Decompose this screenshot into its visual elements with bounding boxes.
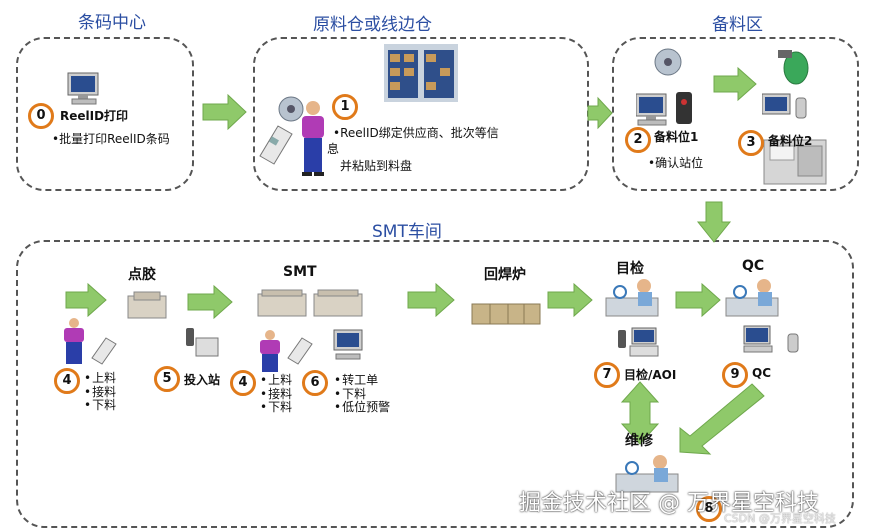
qc-workstation-icon <box>743 325 799 353</box>
watermark-small: CSDN @万界星空科技 <box>724 512 836 525</box>
handheld-terminal-icon <box>259 125 293 165</box>
arrow-right <box>675 282 721 318</box>
list-item: 转工单 <box>334 373 390 388</box>
step-number-badge: 1 <box>332 94 358 120</box>
step-number-badge: 0 <box>28 103 54 129</box>
step-title: 投入站 <box>184 373 221 387</box>
smt-machine-icon <box>313 289 363 317</box>
arrow-right <box>547 282 593 318</box>
step-title: 目检/AOI <box>624 368 677 382</box>
worker-icon <box>64 318 84 364</box>
reel-icon <box>278 96 304 122</box>
inspection-station-icon <box>605 279 659 317</box>
input-station-icon <box>186 328 219 357</box>
step-description-line1: •ReelID绑定供应商、批次等信 <box>333 126 499 140</box>
smt-workshop-box <box>16 240 854 528</box>
rf-antenna-icon <box>778 50 809 85</box>
barcode-center-box <box>16 37 194 191</box>
inspection-station-icon <box>725 279 779 317</box>
section-title-smt-workshop: SMT车间 <box>372 222 442 242</box>
step-number-badge: 8 <box>696 496 722 522</box>
section-title-barcode-center: 条码中心 <box>78 13 146 33</box>
computer-icon <box>67 72 99 105</box>
aoi-workstation-icon <box>618 327 659 357</box>
step-title: ReelID打印 <box>60 109 129 123</box>
computer-icon <box>333 329 363 360</box>
list-item: 上料 <box>260 373 292 388</box>
computer-icon <box>636 92 692 126</box>
list-item: 下料 <box>334 387 390 402</box>
list-item: 上料 <box>84 371 116 386</box>
step-number-badge: 4 <box>54 368 80 394</box>
stage-visual-inspection: 目检 <box>616 261 644 277</box>
section-title-staging-area: 备料区 <box>712 15 763 35</box>
handheld-terminal-icon <box>287 337 313 365</box>
step-description-line3: 并粘贴到料盘 <box>340 159 413 173</box>
step-number-badge: 9 <box>722 362 748 388</box>
step-description: •确认站位 <box>648 156 704 170</box>
step-number-badge: 7 <box>594 362 620 388</box>
step-number-badge: 2 <box>625 127 651 153</box>
arrow-bidirectional <box>620 381 660 445</box>
step-number-badge: 3 <box>738 130 764 156</box>
watermark-text: 掘金技术社区 @ 万界星空科技 <box>519 491 819 516</box>
step-item-list: 上料 接料 下料 <box>260 373 292 415</box>
step-item-list: 上料 接料 下料 <box>84 371 116 413</box>
reel-icon <box>654 48 682 76</box>
step-item-list: 转工单 下料 低位预警 <box>334 373 390 415</box>
arrow-right <box>407 282 455 318</box>
arrow-right <box>713 66 757 102</box>
worker-icon <box>302 101 324 176</box>
dispensing-machine-icon <box>127 291 167 319</box>
list-item: 下料 <box>260 400 292 415</box>
step-title: QC <box>752 366 772 380</box>
step-title: 备料位2 <box>768 134 813 148</box>
list-item: 下料 <box>84 398 116 413</box>
step-description: •批量打印ReelID条码 <box>52 132 170 146</box>
arrow-right <box>65 282 107 318</box>
arrow-right <box>587 96 613 130</box>
step-number-badge: 4 <box>230 370 256 396</box>
list-item: 低位预警 <box>334 400 390 415</box>
list-item: 接料 <box>260 387 292 402</box>
arrow-right <box>187 284 233 320</box>
computer-icon <box>762 93 807 119</box>
stage-dispensing: 点胶 <box>128 267 156 283</box>
step-number-badge: 5 <box>154 366 180 392</box>
section-title-raw-material: 原料仓或线边仓 <box>313 15 432 35</box>
handheld-terminal-icon <box>91 337 117 365</box>
workstation-icon <box>763 139 827 185</box>
step-description-line2: 息 <box>327 142 340 156</box>
repair-station-icon <box>615 455 679 493</box>
staging-area-box <box>612 37 859 191</box>
smt-machine-icon <box>257 289 307 317</box>
stage-repair: 维修 <box>625 433 653 449</box>
arrow-right <box>202 93 247 131</box>
step-number-badge: 6 <box>302 370 328 396</box>
list-item: 接料 <box>84 385 116 400</box>
arrow-down <box>696 201 732 243</box>
arrow-diagonal <box>679 383 765 455</box>
stage-reflow: 回焊炉 <box>484 267 526 283</box>
reflow-oven-icon <box>471 303 541 325</box>
step-title: 备料位1 <box>654 130 699 144</box>
stage-smt: SMT <box>283 264 317 280</box>
warehouse-shelves-icon <box>384 44 458 102</box>
stage-qc: QC <box>742 258 765 274</box>
worker-icon <box>260 330 280 372</box>
